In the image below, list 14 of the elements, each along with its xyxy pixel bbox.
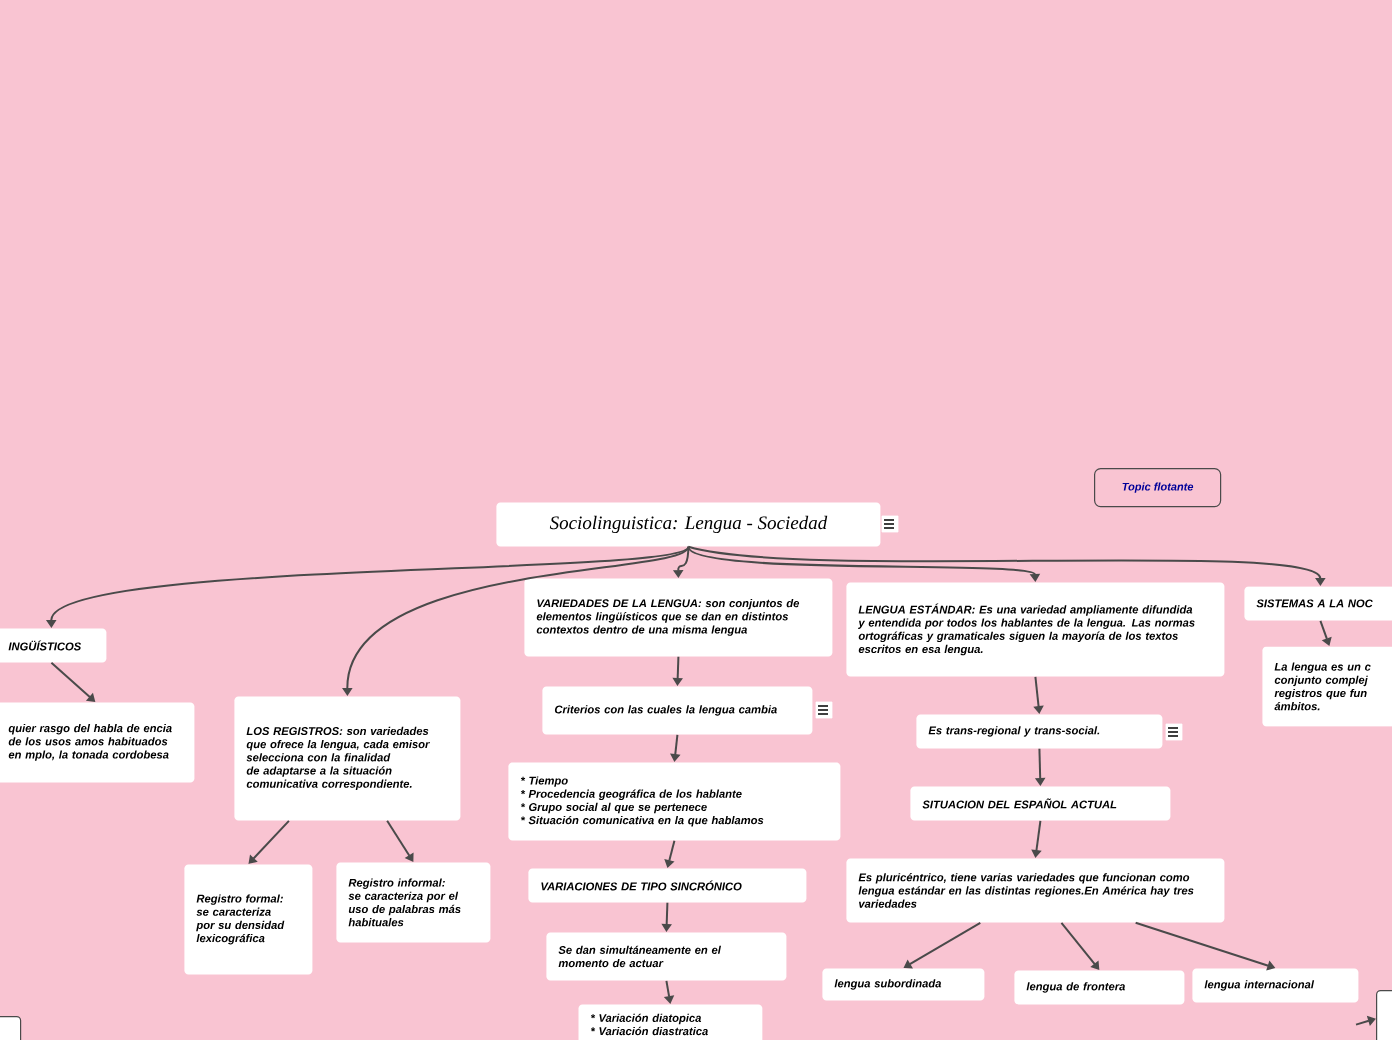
empty-box	[1376, 990, 1392, 1040]
arrow	[386, 819, 414, 862]
empty-box	[0, 1016, 22, 1040]
arrow	[1319, 619, 1332, 646]
arrow	[670, 733, 681, 762]
arrow	[664, 839, 676, 868]
arrow	[1031, 819, 1042, 858]
arrow	[248, 819, 290, 864]
arrow	[687, 545, 1326, 586]
arrow	[1355, 1015, 1376, 1026]
arrow	[342, 545, 690, 696]
arrow	[1060, 921, 1100, 970]
arrow	[687, 545, 1041, 582]
title-box: Sociolinguistica: Lengua - Sociedad	[496, 502, 881, 547]
